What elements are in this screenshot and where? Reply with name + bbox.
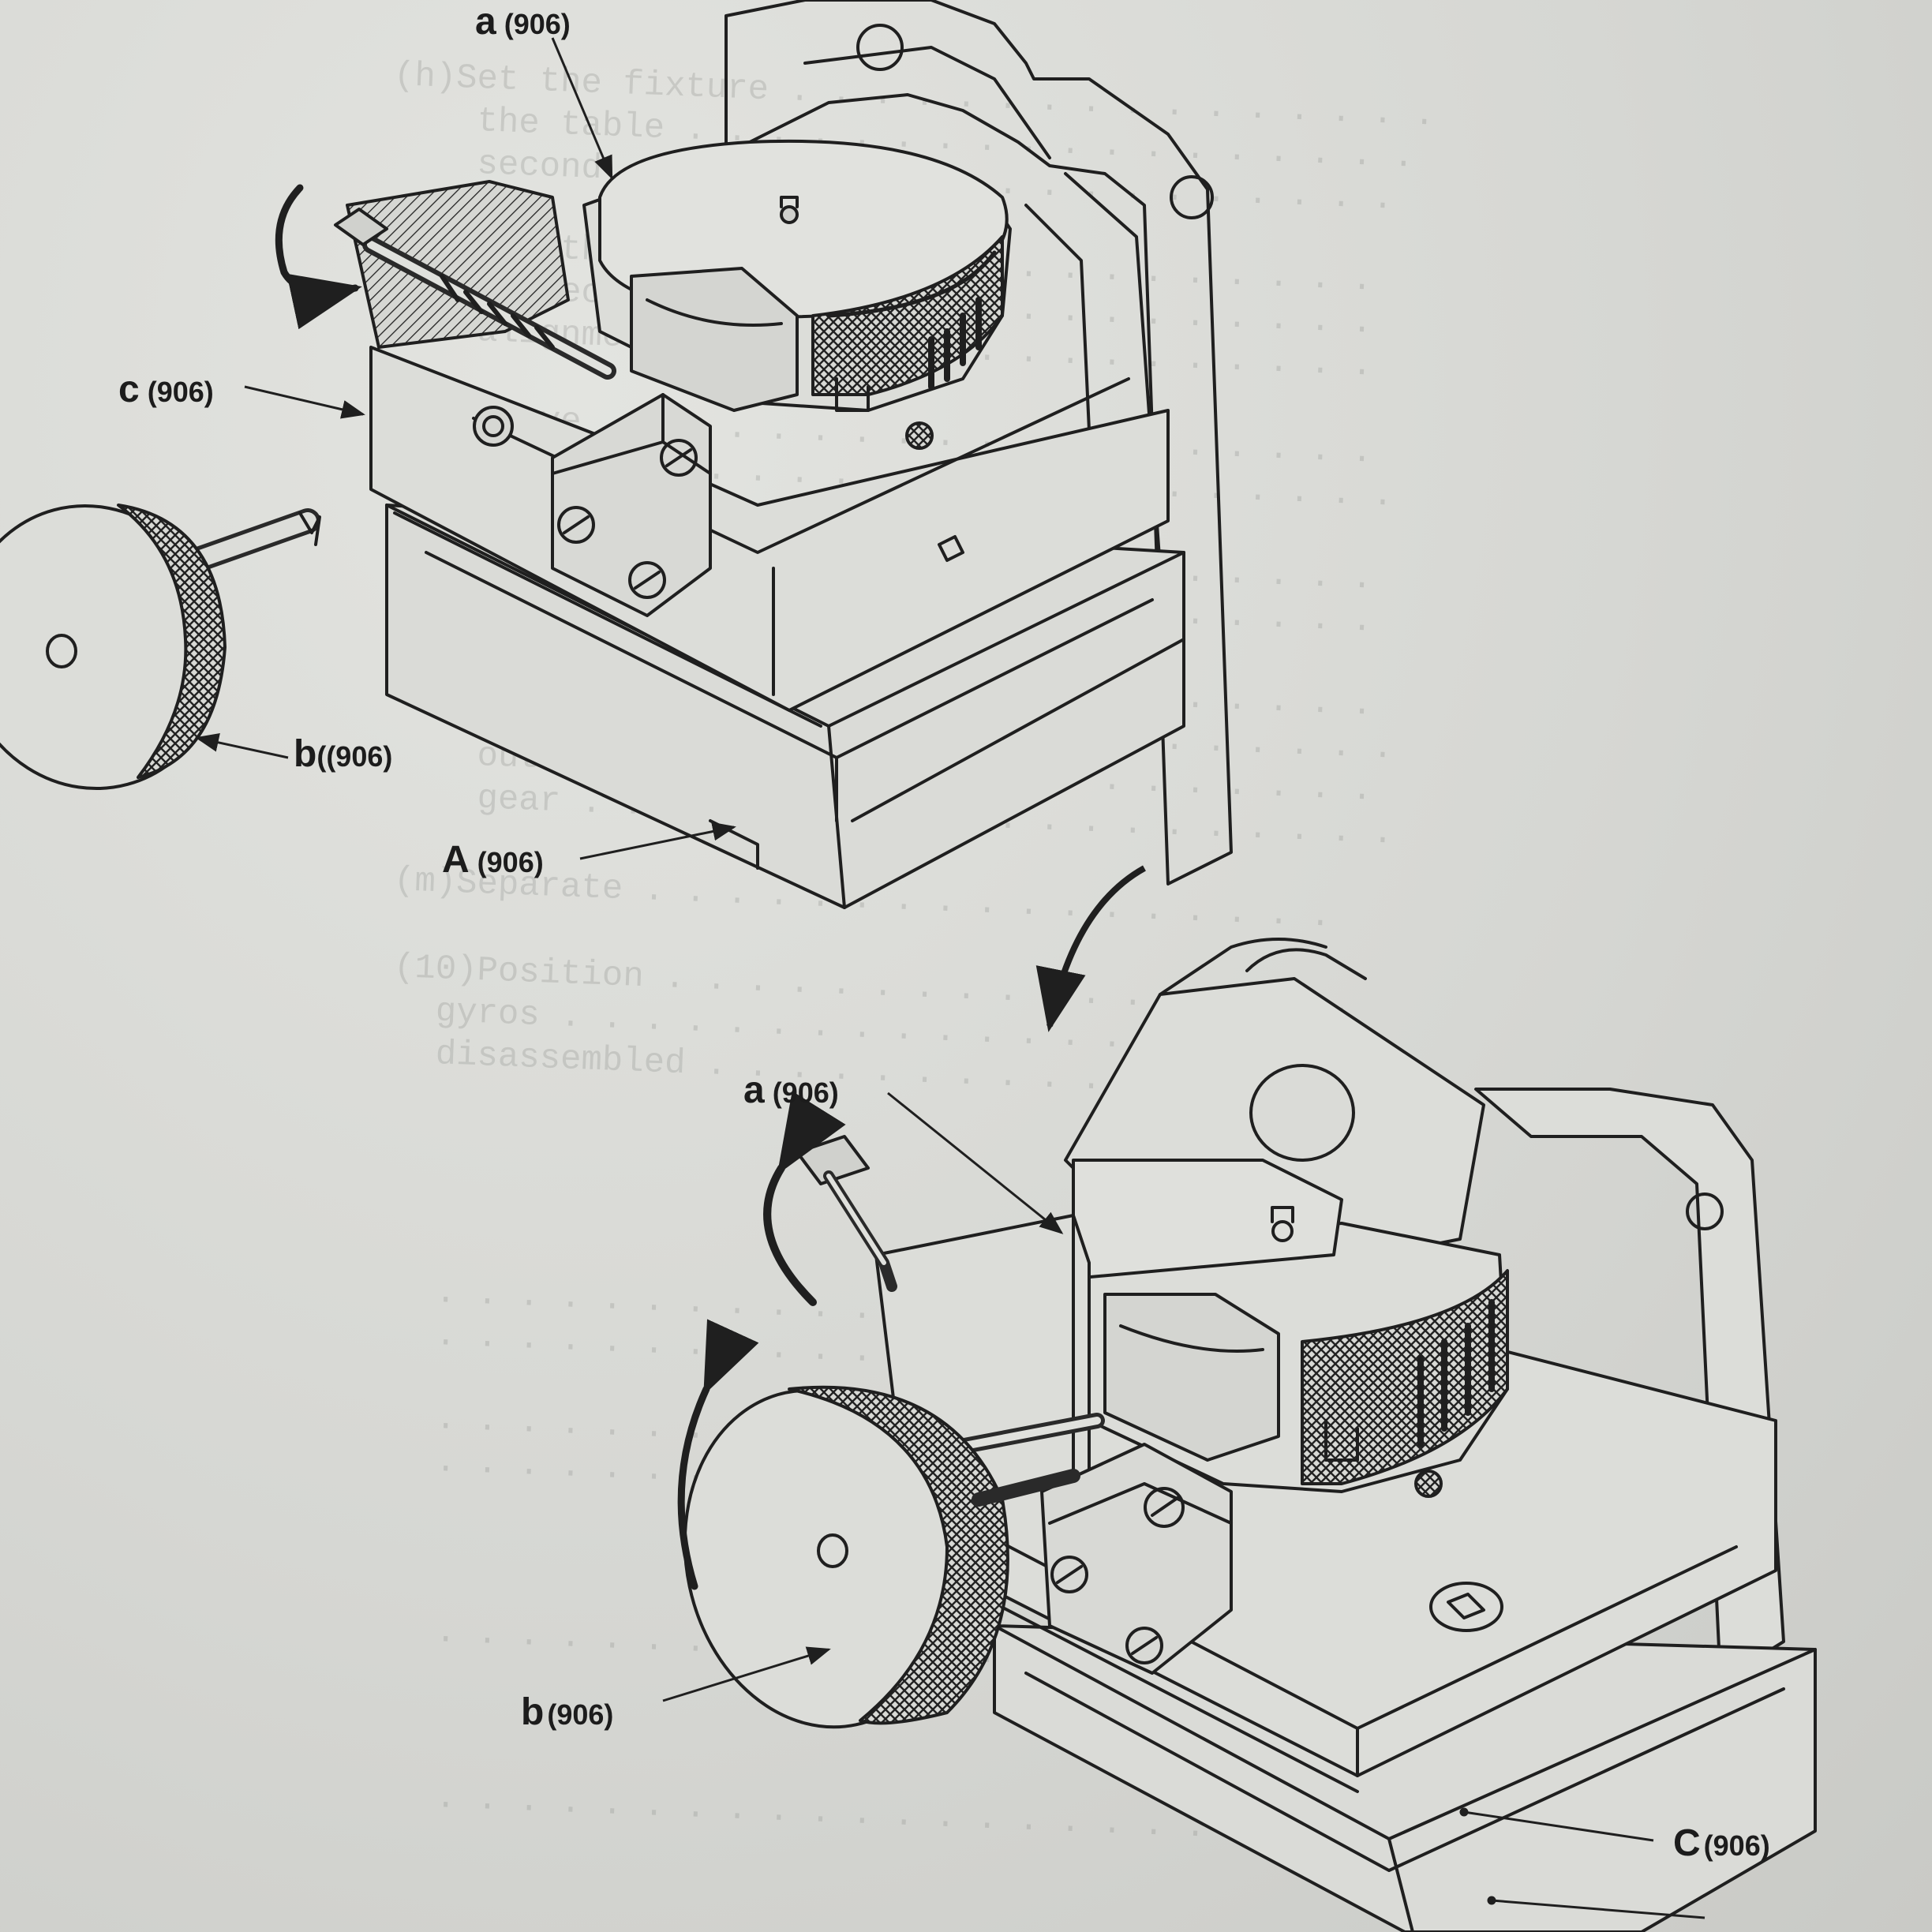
callout-c-bottom-letter: C xyxy=(1673,1822,1701,1864)
upper-fixture-view xyxy=(0,0,1233,909)
callout-b-top-letter: b xyxy=(294,733,317,775)
callout-A-top-ref: (906) xyxy=(477,846,544,878)
callout-b-bottom-letter: b xyxy=(521,1691,545,1733)
leader-b-top xyxy=(195,733,289,759)
lower-clamp-screw-2 xyxy=(1050,1556,1088,1593)
lower-pivot-cylinder xyxy=(1249,1064,1355,1162)
lower-clamp-screw-3 xyxy=(1125,1627,1163,1664)
callout-b-top: b((906) xyxy=(294,736,392,773)
leader-c-top xyxy=(244,385,365,419)
lower-rotation-arrow-upper xyxy=(763,1091,846,1306)
lower-knob-knurl xyxy=(788,1385,1009,1725)
leader-a-top xyxy=(551,37,613,180)
callout-b-bottom-ref: (906) xyxy=(547,1698,614,1731)
upper-knob-knurl xyxy=(117,504,227,779)
callout-c-top-letter: c xyxy=(118,369,140,410)
upper-leadscrew-housing xyxy=(346,180,570,349)
callout-b-bottom: b(906) xyxy=(521,1694,613,1732)
leader-bottom-edge xyxy=(1491,1899,1705,1919)
upper-trunnion-upright xyxy=(724,0,1233,886)
upper-side-screw xyxy=(905,421,934,450)
lower-side-screw xyxy=(1414,1470,1443,1498)
callout-c-bottom: C(906) xyxy=(1673,1825,1770,1863)
callout-a-top-ref: (906) xyxy=(504,8,571,40)
lower-rotation-arrow-lower xyxy=(677,1319,759,1590)
upper-trunnion-hole-top xyxy=(856,24,904,71)
leader-A-top xyxy=(579,822,736,860)
leader-a-bottom xyxy=(887,1091,1064,1234)
callout-leaders xyxy=(195,37,1705,1919)
upper-knurled-band xyxy=(811,235,1004,396)
callout-c-top-ref: (906) xyxy=(147,376,214,408)
upper-rotation-arrow xyxy=(275,184,362,330)
upper-leadscrew-end xyxy=(334,208,388,246)
callout-A-top-letter: A xyxy=(442,839,470,881)
upper-top-screw xyxy=(780,205,799,224)
lower-square-hole xyxy=(1447,1593,1485,1619)
leader-c-bottom xyxy=(1463,1810,1654,1842)
callout-c-bottom-ref: (906) xyxy=(1703,1829,1770,1862)
callout-a-bottom: a(906) xyxy=(743,1072,839,1110)
callout-A-top: A(906) xyxy=(442,841,544,879)
lower-trunnion-hole xyxy=(1686,1193,1724,1230)
leader-b-bottom xyxy=(662,1646,831,1702)
upper-leadscrew-nut xyxy=(473,406,514,447)
upper-trunnion-hole-side xyxy=(1170,175,1214,219)
upper-clamp-screw-3 xyxy=(628,561,666,599)
callout-c-top: c(906) xyxy=(118,371,214,409)
upper-clamp-screw-2 xyxy=(557,506,595,544)
upper-clamp-screw-1 xyxy=(660,439,698,477)
callout-a-bottom-letter: a xyxy=(743,1069,765,1111)
callout-a-top: a(906) xyxy=(475,3,571,41)
lower-knurled-band xyxy=(1301,1269,1509,1485)
callout-a-bottom-ref: (906) xyxy=(772,1076,839,1109)
lower-fixture-view xyxy=(677,938,1817,1932)
lower-top-screw xyxy=(1271,1220,1294,1242)
transition-arrow xyxy=(1035,865,1146,1032)
callout-a-top-letter: a xyxy=(475,1,496,43)
callout-b-top-ref: ((906) xyxy=(316,740,393,773)
lower-clamp-screw-1 xyxy=(1144,1487,1185,1528)
